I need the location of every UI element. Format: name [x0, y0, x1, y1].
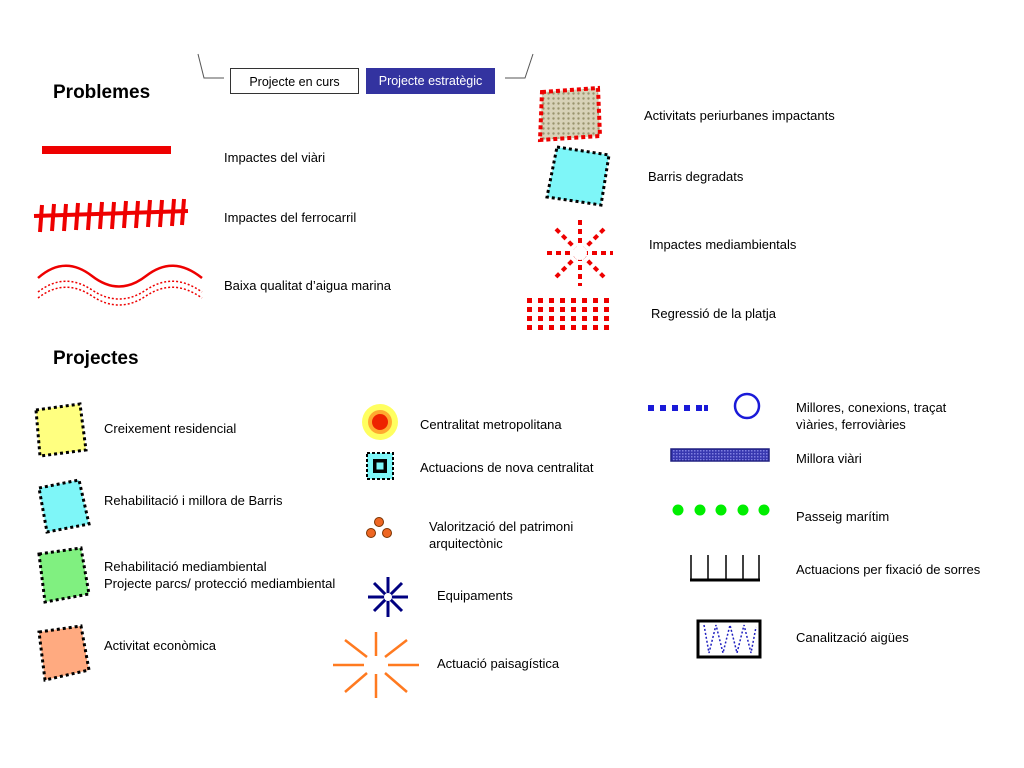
- blue-asterisk-icon: [368, 577, 408, 617]
- project-label-sand-fixation: Actuacions per fixació de sorres: [796, 562, 981, 577]
- green-dots-icon: [672, 504, 770, 516]
- tab-left-bracket-icon: [197, 53, 224, 79]
- problem-label-barris: Barris degradats: [648, 169, 744, 184]
- red-dot-grid-icon: [527, 298, 609, 330]
- cyan-square-icon: [37, 478, 91, 534]
- yellow-square-icon: [34, 402, 88, 458]
- road-line-icon: [42, 146, 171, 154]
- railway-line-icon: [33, 198, 189, 233]
- project-label-heritage-2: arquitectònic: [429, 536, 503, 551]
- comb-icon: [690, 555, 760, 582]
- problem-label-railway: Impactes del ferrocarril: [224, 210, 357, 225]
- red-starburst-icon: [547, 220, 613, 286]
- target-icon: [362, 404, 398, 440]
- project-label-road-improvement: Millora viàri: [796, 451, 862, 466]
- project-label-economic: Activitat econòmica: [104, 638, 216, 653]
- wave-line-icon: [37, 264, 203, 306]
- projectes-heading: Projectes: [53, 348, 139, 369]
- problem-label-beach: Regressió de la platja: [651, 306, 777, 321]
- orange-sunburst-icon: [333, 632, 419, 698]
- problem-label-environmental: Impactes mediambientals: [649, 237, 797, 252]
- three-dots-icon: [366, 517, 392, 538]
- zigzag-box-icon: [696, 619, 762, 659]
- dotted-tan-square-icon: [537, 85, 603, 143]
- tab-right-bracket-icon: [505, 53, 534, 79]
- project-label-connections: Millores, conexions, traçat: [796, 400, 947, 415]
- cyan-box-icon: [366, 452, 394, 480]
- project-label-equipment: Equipaments: [437, 588, 513, 603]
- project-label-rehab-env: Rehabilitació mediambiental: [104, 559, 267, 574]
- project-label-parks: Projecte parcs/ protecció mediambiental: [104, 576, 336, 591]
- project-label-heritage: Valorització del patrimoni: [429, 519, 574, 534]
- project-label-seafront: Passeig marítim: [796, 509, 890, 524]
- problem-label-road: Impactes del viàri: [224, 150, 326, 165]
- green-square-icon: [37, 546, 91, 604]
- tab-strategic-project[interactable]: Projecte estratègic: [366, 68, 495, 94]
- tab-current-project[interactable]: Projecte en curs: [230, 68, 359, 94]
- project-label-water-channel: Canalització aigües: [796, 630, 909, 645]
- project-label-rehab-barris: Rehabilitació i millora de Barris: [104, 493, 283, 508]
- project-label-residential: Creixement residencial: [104, 421, 237, 436]
- cyan-square-icon: [545, 145, 611, 207]
- problem-label-water: Baixa qualitat d’aigua marina: [224, 278, 391, 293]
- project-label-landscape: Actuació paisagística: [437, 656, 560, 671]
- project-label-connections-2: vìàries, ferroviàries: [796, 417, 906, 432]
- problemes-heading: Problemes: [53, 82, 151, 103]
- project-label-central-metro: Centralitat metropolitana: [420, 417, 562, 432]
- problem-label-periurban: Activitats periurbanes impactants: [644, 108, 835, 123]
- project-label-new-centrality: Actuacions de nova centralitat: [420, 460, 594, 475]
- blue-dash-circle-icon: [648, 392, 761, 420]
- blue-bar-icon: [670, 448, 770, 462]
- orange-square-icon: [37, 624, 91, 682]
